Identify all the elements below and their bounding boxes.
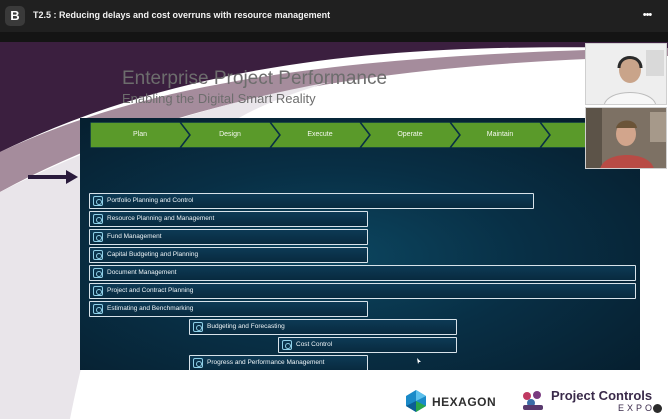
capability-label: Fund Management — [107, 233, 162, 240]
expo-wordmark: EXPO — [618, 403, 656, 413]
participant-video-1[interactable] — [585, 43, 667, 105]
capability-label: Capital Budgeting and Planning — [107, 251, 199, 258]
capability-label: Progress and Performance Management — [207, 359, 325, 366]
phase-chevron-shape — [450, 122, 550, 148]
capability-bar-budgeting-and-forecasting: Budgeting and Forecasting — [189, 319, 457, 335]
phase-maintain: Maintain — [450, 122, 550, 148]
participant-video-2[interactable] — [585, 107, 667, 169]
hexagon-logo: HEXAGON — [404, 388, 500, 414]
capability-bar-cost-control: Cost Control — [278, 337, 457, 353]
hexagon-wordmark: HEXAGON — [432, 395, 497, 409]
capability-label: Cost Control — [296, 341, 333, 348]
capability-icon — [93, 304, 103, 314]
project-lifecycle-diagram: PlanDesignExecuteOperateMaintainSe Portf… — [80, 118, 640, 370]
expo-badge-icon — [653, 404, 662, 413]
phase-chevron-shape — [90, 122, 190, 148]
capability-icon — [193, 358, 203, 368]
session-title: T2.5 : Reducing delays and cost overruns… — [33, 10, 331, 20]
people-logo-mark — [523, 391, 543, 410]
capability-label: Document Management — [107, 269, 177, 276]
phase-label: Operate — [397, 131, 423, 138]
project-controls-expo-logo: Project Controls EXPO — [520, 387, 665, 417]
participant-avatar-icon — [586, 44, 666, 104]
capability-label: Budgeting and Forecasting — [207, 323, 285, 330]
capability-label: Estimating and Benchmarking — [107, 305, 194, 312]
capability-icon — [93, 214, 103, 224]
slide-subtitle: Enabling the Digital Smart Reality — [122, 91, 316, 106]
phase-label: Plan — [132, 131, 147, 138]
top-bar: B T2.5 : Reducing delays and cost overru… — [0, 0, 668, 32]
phase-design: Design — [180, 122, 280, 148]
phase-chevron-shape — [180, 122, 280, 148]
mouse-cursor-icon — [417, 358, 421, 364]
divider — [0, 32, 668, 42]
capability-bar-fund-management: Fund Management — [89, 229, 368, 245]
capability-bar-progress-and-performance-management: Progress and Performance Management — [189, 355, 368, 370]
capability-label: Portfolio Planning and Control — [107, 197, 194, 204]
capability-icon — [93, 250, 103, 260]
capability-bar-portfolio-planning-and-control: Portfolio Planning and Control — [89, 193, 534, 209]
pointer-arrow-icon — [28, 170, 78, 184]
capability-icon — [282, 340, 292, 350]
phase-chevron-shape — [270, 122, 370, 148]
slide-title: Enterprise Project Performance — [122, 68, 388, 89]
capability-icon — [93, 232, 103, 242]
capability-icon — [93, 268, 103, 278]
phase-label: Maintain — [486, 131, 514, 138]
capability-icon — [93, 286, 103, 296]
phase-plan: Plan — [90, 122, 190, 148]
phase-ribbon: PlanDesignExecuteOperateMaintainSe — [90, 122, 640, 148]
phase-label: Design — [219, 131, 241, 138]
phase-chevron-shape — [360, 122, 460, 148]
capability-label: Project and Contract Planning — [107, 287, 194, 294]
participant-avatar-icon — [586, 108, 666, 168]
capability-bar-resource-planning-and-management: Resource Planning and Management — [89, 211, 368, 227]
capability-bar-document-management: Document Management — [89, 265, 636, 281]
capability-icon — [193, 322, 203, 332]
hexagon-logo-mark — [406, 390, 426, 412]
project-controls-wordmark: Project Controls — [551, 388, 653, 403]
presentation-slide: Enterprise Project Performance Enabling … — [0, 42, 668, 419]
capability-bar-estimating-and-benchmarking: Estimating and Benchmarking — [89, 301, 368, 317]
capability-bar-project-and-contract-planning: Project and Contract Planning — [89, 283, 636, 299]
phase-operate: Operate — [360, 122, 460, 148]
phase-label: Execute — [307, 131, 333, 138]
app-logo-icon[interactable]: B — [5, 6, 25, 26]
capability-bar-capital-budgeting-and-planning: Capital Budgeting and Planning — [89, 247, 368, 263]
capability-icon — [93, 196, 103, 206]
capability-label: Resource Planning and Management — [107, 215, 215, 222]
more-options-icon[interactable]: ••• — [642, 9, 653, 21]
phase-execute: Execute — [270, 122, 370, 148]
